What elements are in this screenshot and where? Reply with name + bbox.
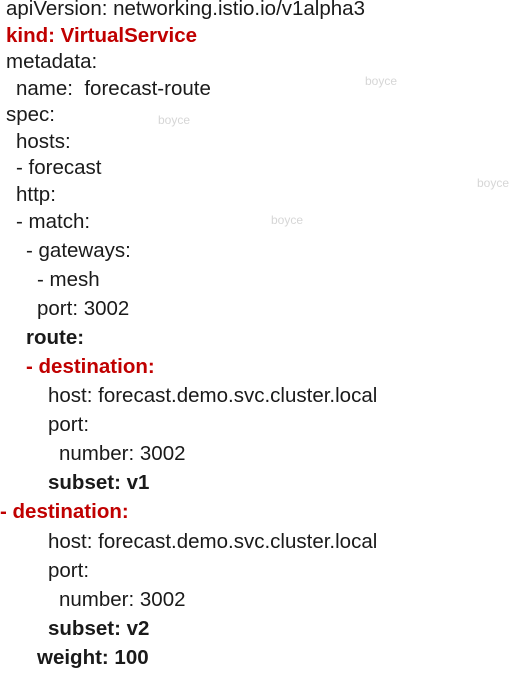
- watermark-text: boyce: [365, 74, 398, 88]
- line-route: route:: [26, 326, 85, 349]
- line-hosts-forecast: - forecast: [16, 156, 102, 179]
- watermark-text: boyce: [158, 113, 191, 127]
- line-port-1: port:: [48, 413, 90, 436]
- line-hosts: hosts:: [16, 130, 71, 153]
- line-spec: spec:: [6, 103, 55, 126]
- line-match: - match:: [16, 210, 91, 233]
- line-api-version: apiVersion: networking.istio.io/v1alpha3: [6, 0, 365, 20]
- line-http: http:: [16, 183, 56, 206]
- line-destination-1: - destination:: [26, 355, 155, 378]
- line-name: name: forecast-route: [16, 77, 211, 100]
- line-subset-v1: subset: v1: [48, 471, 150, 494]
- line-port-number-2: number: 3002: [59, 588, 186, 611]
- line-host-2: host: forecast.demo.svc.cluster.local: [48, 530, 378, 553]
- line-subset-v2: subset: v2: [48, 617, 150, 640]
- line-weight: weight: 100: [37, 646, 149, 669]
- line-port-number-1: number: 3002: [59, 442, 186, 465]
- watermark-text: boyce: [271, 213, 304, 227]
- line-host-1: host: forecast.demo.svc.cluster.local: [48, 384, 378, 407]
- line-destination-2: - destination:: [0, 500, 129, 523]
- line-kind: kind: VirtualService: [6, 24, 198, 47]
- watermark-text: boyce: [477, 176, 510, 190]
- line-port-2: port:: [48, 559, 90, 582]
- line-metadata: metadata:: [6, 50, 98, 73]
- line-gateways: - gateways:: [26, 239, 131, 262]
- line-match-port: port: 3002: [37, 297, 130, 320]
- line-mesh: - mesh: [37, 268, 100, 291]
